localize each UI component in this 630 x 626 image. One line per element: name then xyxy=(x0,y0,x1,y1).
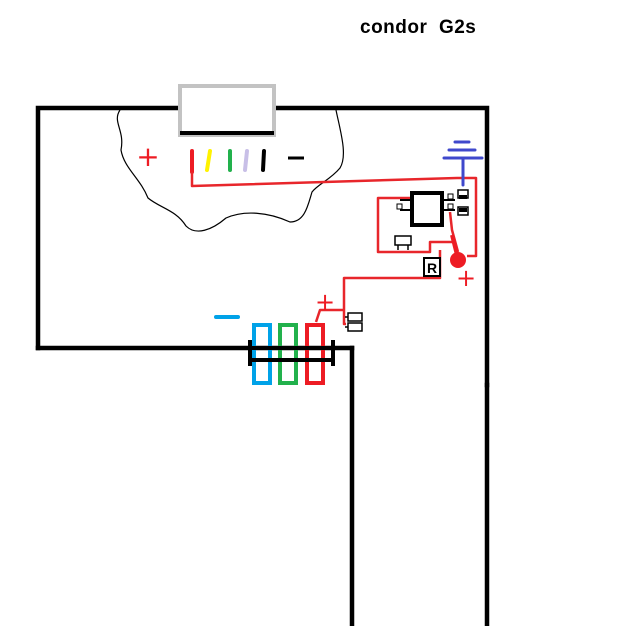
battery-fuse-icon xyxy=(345,312,363,332)
solder-pad-icon xyxy=(450,234,466,268)
red-traces xyxy=(190,172,478,326)
resistor-box xyxy=(423,257,441,277)
board-outline-top xyxy=(35,105,490,388)
trace-battery-link xyxy=(314,308,344,323)
ic-chip-icon xyxy=(396,191,455,227)
component-area-outline xyxy=(116,109,344,232)
transistor-icon xyxy=(394,235,412,250)
contact-blue xyxy=(252,323,272,385)
battery-contacts xyxy=(248,323,335,385)
connector-housing xyxy=(178,84,276,137)
ic-plus-label: + xyxy=(456,264,476,292)
connector-wires xyxy=(190,149,266,174)
wire-yellow xyxy=(205,149,212,172)
trace-ic-left-loop xyxy=(376,196,452,254)
resistor-label: R xyxy=(427,260,437,276)
board-outline xyxy=(35,105,490,626)
wire-lavender xyxy=(243,149,249,172)
contact-green xyxy=(278,323,298,385)
ground-icon xyxy=(442,140,484,187)
small-capacitor-icon xyxy=(457,189,469,216)
battery-plus-label: + xyxy=(315,288,335,316)
connector-plus-label: + xyxy=(136,140,159,173)
contact-red xyxy=(305,323,325,385)
trace-connector-to-ic xyxy=(190,172,478,258)
wire-black xyxy=(261,149,266,172)
diagram-title: condor G2s xyxy=(360,17,477,38)
